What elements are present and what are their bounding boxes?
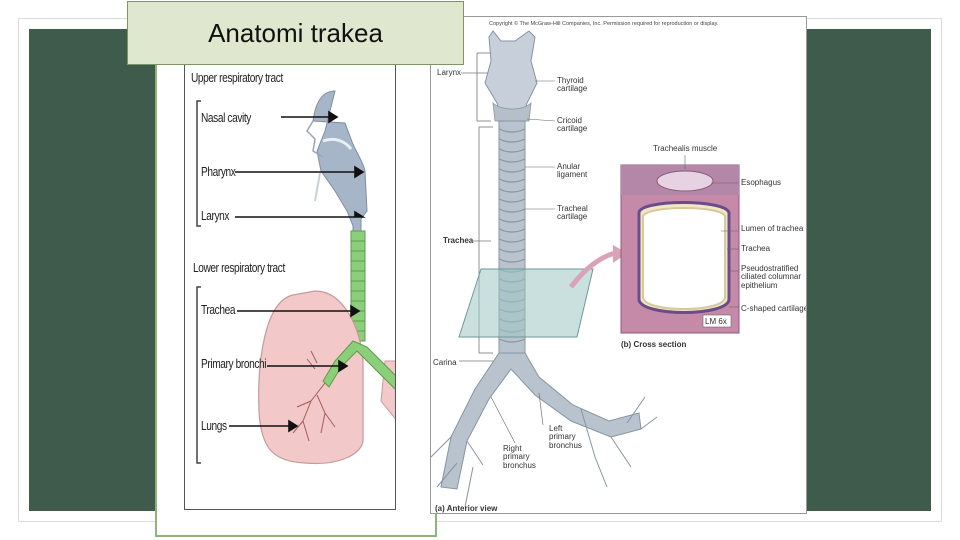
label-carina: Carina — [433, 358, 457, 367]
label-anterior-view: (a) Anterior view — [435, 504, 498, 513]
label-magnification: LM 6x — [705, 317, 727, 326]
trachea-anatomy-illustration — [431, 30, 740, 508]
label-esophagus: Esophagus — [741, 178, 782, 187]
label-right-primary-bronchus: Right primary bronchus — [503, 444, 536, 470]
label-left-primary-bronchus: Left primary bronchus — [549, 424, 582, 450]
label-lungs: Lungs — [201, 418, 227, 433]
label-cricoid-cartilage: Cricoid cartilage — [557, 116, 588, 134]
label-tracheal-cartilage: Tracheal cartilage — [557, 204, 588, 222]
respiratory-tract-figure: Upper respiratory tract Nasal cavity Pha… — [184, 60, 396, 510]
slide-title-box: Anatomi trakea — [127, 1, 464, 65]
label-larynx-right: Larynx — [437, 68, 462, 77]
label-thyroid-cartilage: Thyroid cartilage — [557, 76, 588, 94]
label-lumen: Lumen of trachea — [741, 224, 804, 233]
label-nasal-cavity: Nasal cavity — [201, 110, 251, 125]
label-trachea-right: Trachea — [443, 236, 474, 245]
label-larynx: Larynx — [201, 208, 230, 223]
label-c-shaped-cartilage: C-shaped cartilage — [741, 304, 807, 313]
label-lower-tract: Lower respiratory tract — [193, 260, 285, 275]
slide-title: Anatomi trakea — [208, 17, 383, 48]
label-primary-bronchi: Primary bronchi — [201, 356, 267, 371]
label-pseudostratified: Pseudostratified ciliated columnar epith… — [741, 264, 802, 290]
label-trachea: Trachea — [201, 302, 236, 317]
label-trachea-cs: Trachea — [741, 244, 771, 253]
respiratory-tract-illustration — [196, 90, 395, 465]
label-pharynx: Pharynx — [201, 164, 236, 179]
label-anular-ligament: Anular ligament — [557, 162, 588, 180]
copyright-notice: Copyright © The McGraw-Hill Companies, I… — [489, 21, 719, 27]
label-trachealis-muscle: Trachealis muscle — [653, 144, 718, 153]
right-figure-card: Copyright © The McGraw-Hill Companies, I… — [430, 16, 807, 514]
label-upper-tract: Upper respiratory tract — [191, 70, 283, 85]
label-cross-section: (b) Cross section — [621, 340, 687, 349]
